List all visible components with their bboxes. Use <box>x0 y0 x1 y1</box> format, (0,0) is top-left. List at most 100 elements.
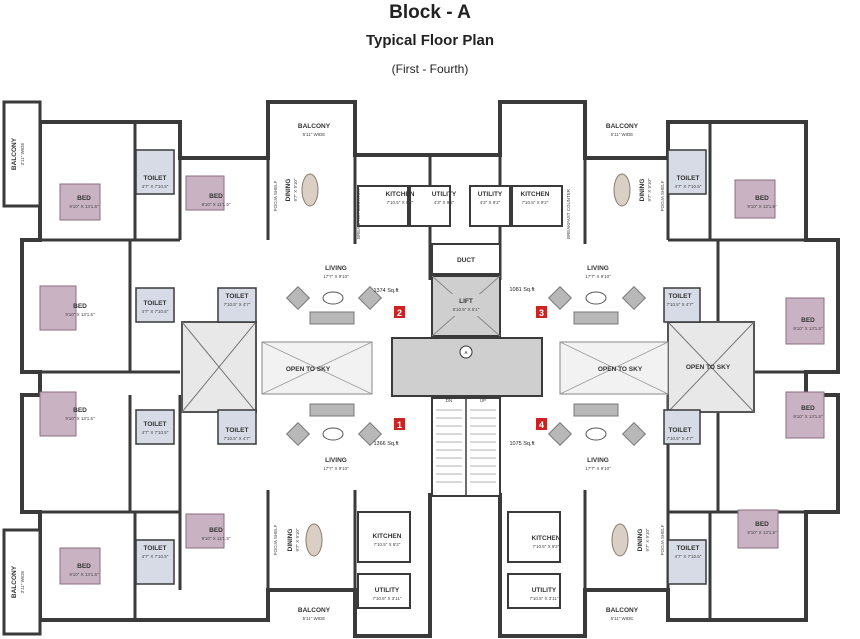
room-dim: 9'7" X 9'10" <box>293 178 298 201</box>
outer-walls <box>20 100 840 638</box>
room-label-dining: DINING <box>639 179 646 202</box>
balcony-label: BALCONY <box>606 607 639 614</box>
staircase <box>431 397 501 497</box>
room-label-toilet: TOILET <box>226 293 249 300</box>
pooja-shelf: POOJA SHELF <box>660 180 665 211</box>
room-dim: 7'10.5" X 4'7" <box>224 302 251 307</box>
room-label-living: LIVING <box>587 265 609 272</box>
room-label-toilet: TOILET <box>144 300 167 307</box>
room-dim: 7'10.5" X 9'2" <box>522 200 549 205</box>
room-label-bed: BED <box>209 193 223 200</box>
core-marker-label: A <box>464 350 468 355</box>
pooja-shelf: POOJA SHELF <box>273 180 278 211</box>
room-dim: 9'10" X 13'1.5" <box>793 414 823 419</box>
room-label-kitchen: KITCHEN <box>521 191 550 198</box>
room-label-toilet: TOILET <box>669 427 692 434</box>
room-dim: 7'10.5" X 4'7" <box>224 436 251 441</box>
room-dim: 9'7" X 9'10" <box>647 178 652 201</box>
balcony-label: BALCONY <box>11 137 18 170</box>
room-label-utility: UTILITY <box>432 191 457 198</box>
room-label-dining: DINING <box>285 179 292 202</box>
room-label-bed: BED <box>77 563 91 570</box>
room-dim: 17'7" X 9'10" <box>323 274 349 279</box>
balcony-dim: 5'11" WIDE <box>303 132 326 137</box>
room-label-toilet: TOILET <box>669 293 692 300</box>
pooja-shelf: POOJA SHELF <box>273 524 278 555</box>
breakfast-counter: BREAKFAST COUNTER <box>566 188 571 239</box>
room-dim: 9'10" X 11'1.5" <box>202 536 231 541</box>
room-label-utility: UTILITY <box>532 587 557 594</box>
balcony-label: BALCONY <box>298 607 331 614</box>
kitchen-block <box>357 185 563 609</box>
bed-furniture <box>39 175 825 585</box>
dining-table <box>301 173 631 557</box>
balcony-label: BALCONY <box>606 123 639 130</box>
room-dim: 9'10" X 13'1.5" <box>69 572 99 577</box>
balcony-dim: 3'11" WIDE <box>20 143 25 166</box>
room-label-bed: BED <box>73 303 87 310</box>
open-sky-label: OPEN TO SKY <box>686 364 731 371</box>
room-label-bed: BED <box>77 195 91 202</box>
room-dim: 4'3" X 9'2" <box>434 200 455 205</box>
balcony-dim: 5'11" WIDE <box>303 616 326 621</box>
unit-area: 1081 Sq.ft <box>509 287 535 293</box>
room-label-bed: BED <box>755 521 769 528</box>
plan-title: Block - A <box>389 2 471 23</box>
room-label-kitchen: KITCHEN <box>532 535 561 542</box>
stair-down: DN <box>446 398 453 403</box>
room-dim: 9'10" X 13'1.5" <box>69 204 99 209</box>
room-dim: 7'10.5" X 3'11" <box>530 596 559 601</box>
living-furniture <box>285 285 647 447</box>
room-dim: 7'10.5" X 4'7" <box>667 302 694 307</box>
balcony-label: BALCONY <box>11 565 18 598</box>
stair-up: UP <box>480 398 486 403</box>
room-label-toilet: TOILET <box>144 545 167 552</box>
unit-number: 1 <box>397 420 402 430</box>
duct-label: DUCT <box>457 257 475 264</box>
open-sky-label: OPEN TO SKY <box>598 366 643 373</box>
balcony-dim: 5'11" WIDE <box>611 132 634 137</box>
balcony-side-bottom-left <box>2 528 42 636</box>
room-dim: 9'7" X 9'10" <box>295 528 300 551</box>
room-label-living: LIVING <box>325 457 347 464</box>
room-dim: 4'7" X 7'10.5" <box>142 184 169 189</box>
room-label-toilet: TOILET <box>677 175 700 182</box>
breakfast-counter: BREAKFAST COUNTER <box>356 188 361 239</box>
unit-area: 1075 Sq.ft <box>509 441 535 447</box>
room-label-dining: DINING <box>287 529 294 552</box>
room-dim: 9'10" X 11'1.5" <box>202 202 231 207</box>
unit-marker <box>394 306 547 430</box>
lift-label: LIFT <box>459 298 473 305</box>
unit-number: 2 <box>397 308 402 318</box>
room-label-living: LIVING <box>325 265 347 272</box>
balcony-label: BALCONY <box>298 123 331 130</box>
room-label-dining: DINING <box>637 529 644 552</box>
room-label-bed: BED <box>209 527 223 534</box>
duct <box>431 243 501 275</box>
room-dim: 9'7" X 9'10" <box>645 528 650 551</box>
room-dim: 4'7" X 7'10.5" <box>675 554 702 559</box>
room-label-bed: BED <box>73 407 87 414</box>
room-dim: 7'10.5" X 4'7" <box>667 436 694 441</box>
unit-number: 4 <box>539 420 544 430</box>
plan-subtitle: Typical Floor Plan <box>365 32 495 49</box>
room-label-toilet: TOILET <box>144 175 167 182</box>
room-label-bed: BED <box>801 405 815 412</box>
room-dim: 9'10" X 13'1.5" <box>793 326 823 331</box>
room-dim: 7'10.5" X 9'2" <box>387 200 414 205</box>
room-dim: 4'7" X 7'10.5" <box>142 554 169 559</box>
room-dim: 7'10.5" X 9'2" <box>533 544 560 549</box>
open-sky-label: OPEN TO SKY <box>286 366 331 373</box>
room-dim: 4'3" X 9'2" <box>480 200 501 205</box>
balcony-dim: 3'11" WIDE <box>20 571 25 594</box>
balcony-side-top-left <box>2 100 42 208</box>
room-dim: 4'7" X 7'10.5" <box>675 184 702 189</box>
room-dim: 7'10.5" X 9'2" <box>374 542 401 547</box>
room-dim: 17'7" X 9'10" <box>323 466 349 471</box>
room-dim: 4'7" X 7'10.5" <box>142 309 169 314</box>
room-dim: 9'10" X 13'1.5" <box>747 204 777 209</box>
room-dim: 17'7" X 9'10" <box>585 274 611 279</box>
room-label-kitchen: KITCHEN <box>386 191 415 198</box>
floor-range: (First - Fourth) <box>391 62 469 76</box>
room-label-living: LIVING <box>587 457 609 464</box>
